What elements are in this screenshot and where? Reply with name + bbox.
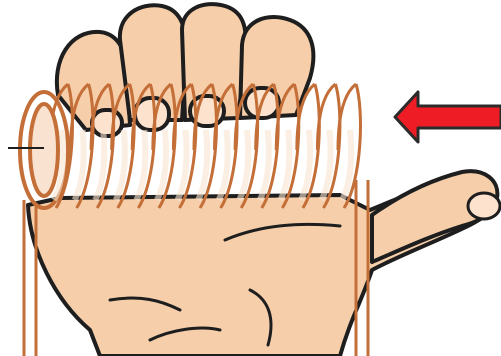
coil-end-inner-ring <box>30 104 58 196</box>
coil-turn-highlight <box>219 130 228 200</box>
coil-turn-highlight <box>136 130 145 200</box>
nail-1 <box>92 110 122 136</box>
coil-turn-highlight <box>342 130 351 200</box>
coil-turn-highlight <box>239 130 248 200</box>
coil-turn-highlight <box>301 130 310 200</box>
coil-turn-highlight <box>116 130 125 200</box>
coil-turn-highlight <box>260 130 269 200</box>
coil-turn-highlight <box>280 130 289 200</box>
nail-2 <box>135 98 169 130</box>
coil-turn-highlight <box>75 130 84 200</box>
coil-turn-highlight <box>95 130 104 200</box>
left-arrow-icon <box>395 92 501 142</box>
thumb-nail <box>468 193 500 219</box>
coil-turn-highlight <box>198 130 207 200</box>
arrow-body <box>395 92 501 142</box>
coil-turn-highlight <box>321 130 330 200</box>
coil-turn-highlight <box>177 130 186 200</box>
coil-turn-highlight <box>157 130 166 200</box>
